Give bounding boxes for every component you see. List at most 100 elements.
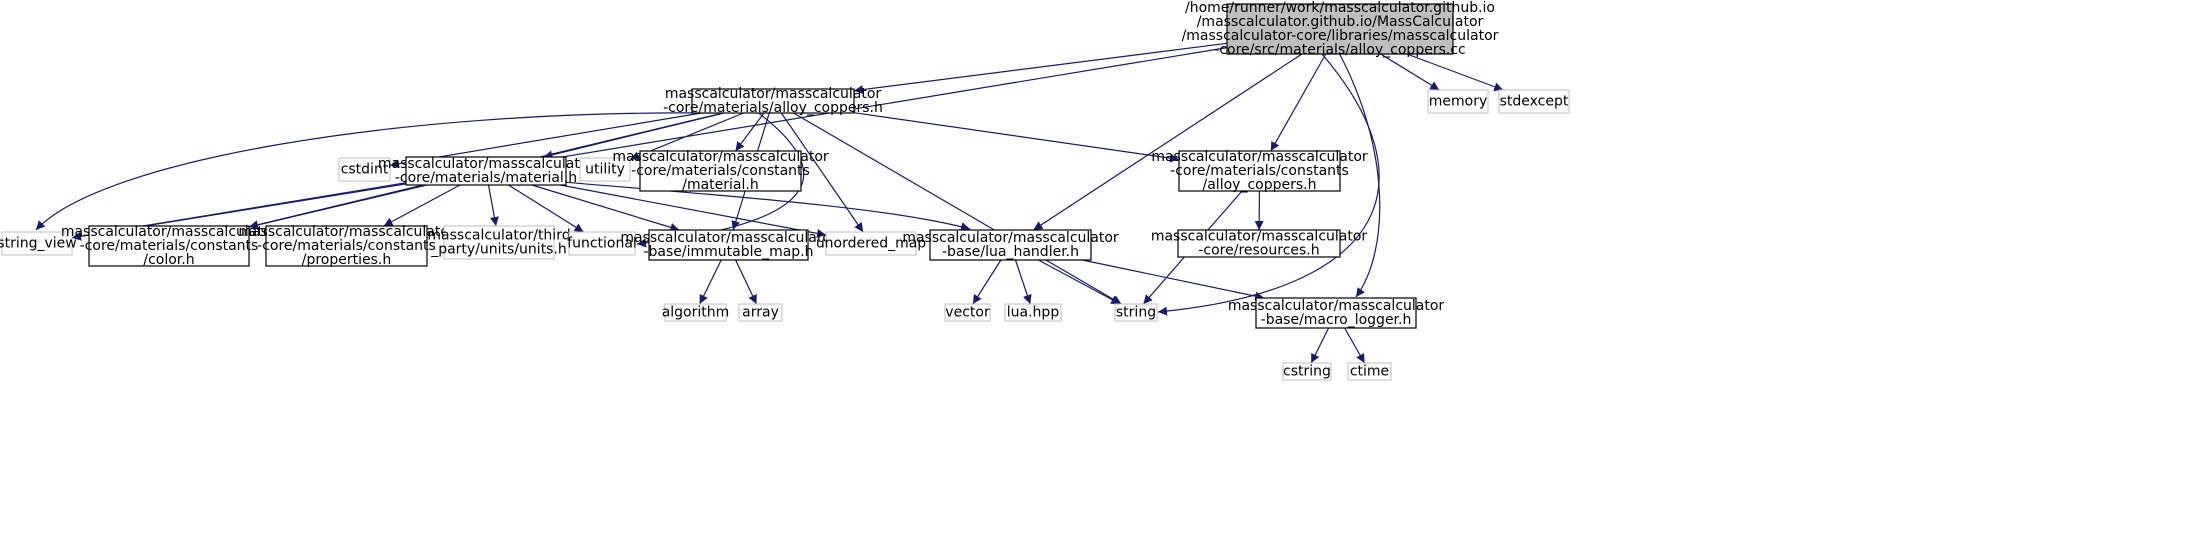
edge-alloy_coppers_h-to-constants_alloy_h xyxy=(853,112,1180,163)
node-lua_handler_h[interactable]: masscalculator/masscalculator-base/lua_h… xyxy=(902,229,1119,261)
node-label-line: string xyxy=(1116,304,1156,320)
node-label-line: -core/materials/material.h xyxy=(395,170,577,186)
edge-root-to-string_view xyxy=(71,47,1228,241)
node-box xyxy=(648,229,809,261)
node-box xyxy=(1,231,73,256)
node-cstring[interactable]: cstring xyxy=(1282,362,1332,381)
node-label-line: string_view xyxy=(0,235,77,251)
node-box xyxy=(1226,3,1454,55)
node-ctime[interactable]: ctime xyxy=(1347,362,1392,381)
node-box xyxy=(1114,303,1158,322)
node-box xyxy=(338,157,391,182)
edge-root-to-lua_handler_h xyxy=(1033,53,1303,231)
node-vector[interactable]: vector xyxy=(944,303,991,322)
node-box xyxy=(1004,303,1062,322)
node-label-line: -base/lua_handler.h xyxy=(942,244,1079,260)
node-label-line: lua.hpp xyxy=(1007,304,1060,320)
node-label-line: /masscalculator-core/libraries/masscalcu… xyxy=(1182,28,1499,44)
node-lua_hpp[interactable]: lua.hpp xyxy=(1004,303,1062,322)
node-label-line: masscalculator/masscalculator xyxy=(1151,149,1368,165)
node-unordered_map[interactable]: unordered_map xyxy=(816,231,926,256)
edge-immutable_map_h-to-array xyxy=(735,259,758,305)
edge-lua_handler_h-to-string xyxy=(1038,259,1121,305)
node-constants_material_h[interactable]: masscalculator/masscalculator-core/mater… xyxy=(612,149,829,193)
node-box xyxy=(88,225,250,267)
node-label-line: functional xyxy=(567,235,637,251)
node-root[interactable]: /home/runner/work/masscalculator.github.… xyxy=(1182,0,1499,58)
node-label-line: -base/immutable_map.h xyxy=(643,244,813,260)
edge-root-to-constants_alloy_h xyxy=(1270,53,1327,152)
node-box xyxy=(568,231,636,256)
node-algorithm[interactable]: algorithm xyxy=(662,303,730,322)
edge-alloy_coppers_h-to-material_h xyxy=(543,112,724,160)
node-label-line: ctime xyxy=(1350,363,1389,379)
node-color_h[interactable]: masscalculator/masscalculator-core/mater… xyxy=(61,224,278,268)
node-label-line: utility xyxy=(585,161,625,177)
node-label-line: memory xyxy=(1429,93,1488,109)
nodes-layer: /home/runner/work/masscalculator.github.… xyxy=(0,0,1570,381)
node-box xyxy=(1177,229,1341,258)
node-label-line: masscalculator/masscalculator xyxy=(620,230,837,246)
node-label-line: masscalculator/masscalculator xyxy=(665,86,882,102)
node-material_h[interactable]: masscalculator/masscalculator-core/mater… xyxy=(378,156,595,186)
edge-immutable_map_h-to-algorithm xyxy=(699,259,722,305)
edge-lua_handler_h-to-vector xyxy=(972,259,1002,305)
node-array[interactable]: array xyxy=(738,303,783,322)
node-box xyxy=(443,225,555,260)
node-macro_logger_h[interactable]: masscalculator/masscalculator-base/macro… xyxy=(1228,297,1445,329)
node-box xyxy=(1427,89,1489,114)
node-label-line: array xyxy=(742,304,779,320)
node-label-line: /home/runner/work/masscalculator.github.… xyxy=(1185,0,1495,16)
node-functional[interactable]: functional xyxy=(567,231,637,256)
node-box xyxy=(691,88,855,114)
edge-material_h-to-unordered_map xyxy=(560,184,827,238)
node-label-line: masscalculator/masscalculator xyxy=(612,149,829,165)
node-units_h[interactable]: masscalculator/third_party/units/units.h xyxy=(427,225,571,260)
node-label-line: -core/resources.h xyxy=(1198,242,1319,258)
node-label-line: -core/materials/constants xyxy=(257,238,436,254)
node-memory[interactable]: memory xyxy=(1427,89,1489,114)
node-utility[interactable]: utility xyxy=(579,157,631,182)
edge-material_h-to-color_h xyxy=(248,184,427,230)
node-box xyxy=(825,231,917,256)
node-label-line: masscalculator/masscalculator xyxy=(378,156,595,172)
node-label-line: /material.h xyxy=(682,177,758,193)
edge-root-to-string xyxy=(1157,53,1380,316)
node-constants_alloy_h[interactable]: masscalculator/masscalculator-core/mater… xyxy=(1151,149,1368,193)
node-label-line: _party/units/units.h xyxy=(430,241,567,257)
node-box xyxy=(929,229,1092,261)
node-label-line: vector xyxy=(945,304,990,320)
node-string_view[interactable]: string_view xyxy=(0,231,77,256)
edge-alloy_coppers_h-to-string_view xyxy=(35,112,712,231)
node-properties_h[interactable]: masscalculator/masscalculator-core/mater… xyxy=(238,224,455,268)
node-label-line: -core/materials/constants xyxy=(80,238,259,254)
edge-root-to-stdexcept xyxy=(1406,53,1504,92)
node-label-line: /alloy_coppers.h xyxy=(1203,177,1317,193)
node-box xyxy=(1178,150,1341,192)
node-label-line: -core/materials/constants xyxy=(1170,163,1349,179)
node-box xyxy=(664,303,727,322)
edge-lua_handler_h-to-macro_logger_h xyxy=(1082,259,1265,301)
node-resources_h[interactable]: masscalculator/masscalculator-core/resou… xyxy=(1151,228,1368,258)
node-label-line: /properties.h xyxy=(302,252,391,268)
node-label-line: unordered_map xyxy=(816,235,926,251)
node-box xyxy=(265,225,428,267)
edge-macro_logger_h-to-ctime xyxy=(1344,327,1366,364)
node-stdexcept[interactable]: stdexcept xyxy=(1498,89,1570,114)
node-label-line: -core/src/materials/alloy_coppers.cc xyxy=(1214,42,1465,58)
edge-lua_handler_h-to-lua_hpp xyxy=(1014,259,1032,305)
edge-material_h-to-immutable_map_h xyxy=(531,184,680,232)
edge-alloy_coppers_h-to-constants_material_h xyxy=(735,112,765,152)
node-cstdint[interactable]: cstdint xyxy=(338,157,391,182)
node-label-line: stdexcept xyxy=(1500,93,1569,109)
edge-material_h-to-units_h xyxy=(487,184,499,227)
node-box xyxy=(405,156,567,186)
node-label-line: masscalculator/masscalculator xyxy=(1151,228,1368,244)
node-alloy_coppers_h[interactable]: masscalculator/masscalculator-core/mater… xyxy=(663,86,883,116)
node-string[interactable]: string xyxy=(1114,303,1158,322)
node-immutable_map_h[interactable]: masscalculator/masscalculator-base/immut… xyxy=(620,229,837,261)
node-label-line: algorithm xyxy=(662,304,730,320)
node-box xyxy=(579,157,631,182)
node-box xyxy=(944,303,991,322)
